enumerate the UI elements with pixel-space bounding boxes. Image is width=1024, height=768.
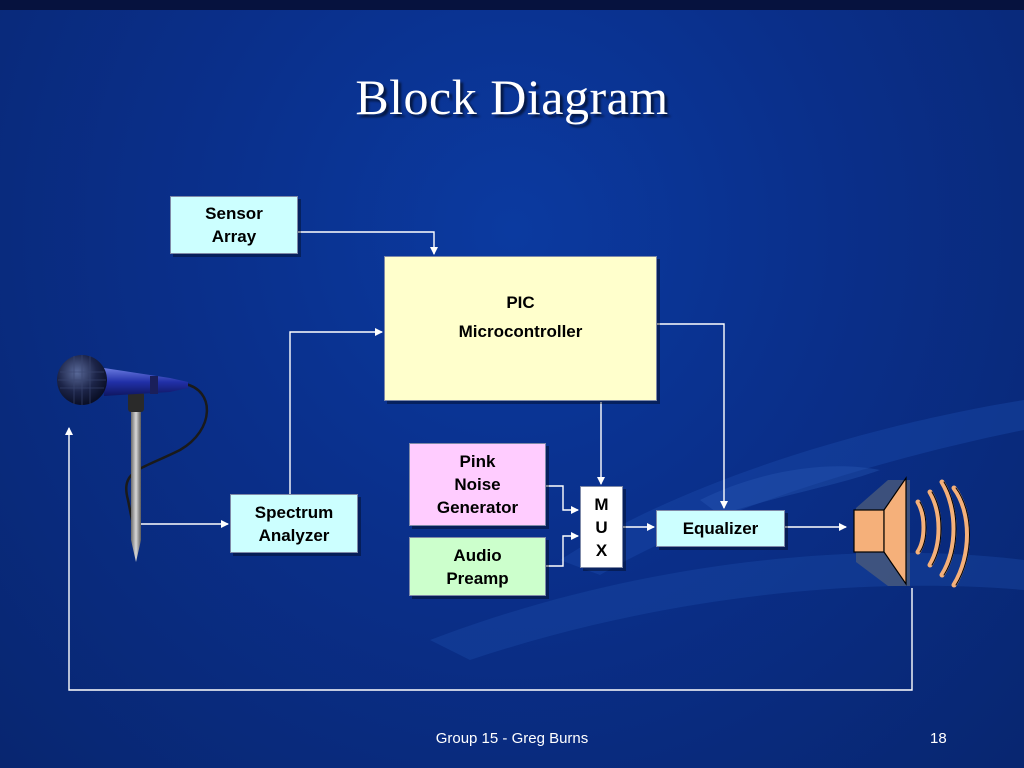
audio-preamp-block: Audio Preamp	[409, 537, 546, 596]
audio-preamp-label-line1: Audio	[453, 545, 502, 565]
pink-noise-label-line3: Generator	[436, 498, 519, 517]
pink-noise-label-line1: Pink	[459, 452, 496, 471]
sensor-array-label-line1: Sensor	[205, 204, 263, 223]
pic-label-line1: PIC	[506, 293, 535, 312]
mux-label-line2: U	[595, 517, 608, 537]
wire-preamp-to-mux	[546, 532, 579, 567]
slide-footer: Group 15 - Greg Burns	[435, 730, 589, 747]
pink-noise-generator-block: Pink Noise Generator	[409, 443, 546, 526]
pink-noise-label-line2: Noise	[454, 475, 501, 494]
wire-feedback-loop	[65, 427, 913, 691]
mux-label-line1: M	[594, 494, 609, 514]
equalizer-block: Equalizer	[656, 510, 785, 547]
sensor-array-block: Sensor Array	[170, 196, 298, 254]
wire-pic-to-equalizer	[657, 323, 728, 509]
spectrum-analyzer-label-line1: Spectrum	[254, 502, 334, 522]
spectrum-analyzer-label-line2: Analyzer	[258, 525, 330, 545]
mux-block: M U X	[580, 486, 623, 568]
top-bar	[0, 0, 1024, 10]
slide-title: Block Diagram	[355, 69, 669, 125]
wire-spectrum-to-pic	[289, 328, 383, 494]
pic-microcontroller-block: PIC Microcontroller	[384, 256, 657, 401]
equalizer-label: Equalizer	[682, 519, 759, 538]
page-number: 18	[930, 730, 947, 747]
sensor-array-label-line2: Array	[211, 227, 257, 246]
mux-label-line3: X	[595, 540, 608, 560]
wire-sensor-to-pic	[298, 231, 438, 255]
pic-label-line2: Microcontroller	[458, 322, 583, 341]
spectrum-analyzer-block: Spectrum Analyzer	[230, 494, 358, 553]
wire-pink-to-mux	[546, 485, 579, 514]
audio-preamp-label-line2: Preamp	[446, 568, 509, 588]
